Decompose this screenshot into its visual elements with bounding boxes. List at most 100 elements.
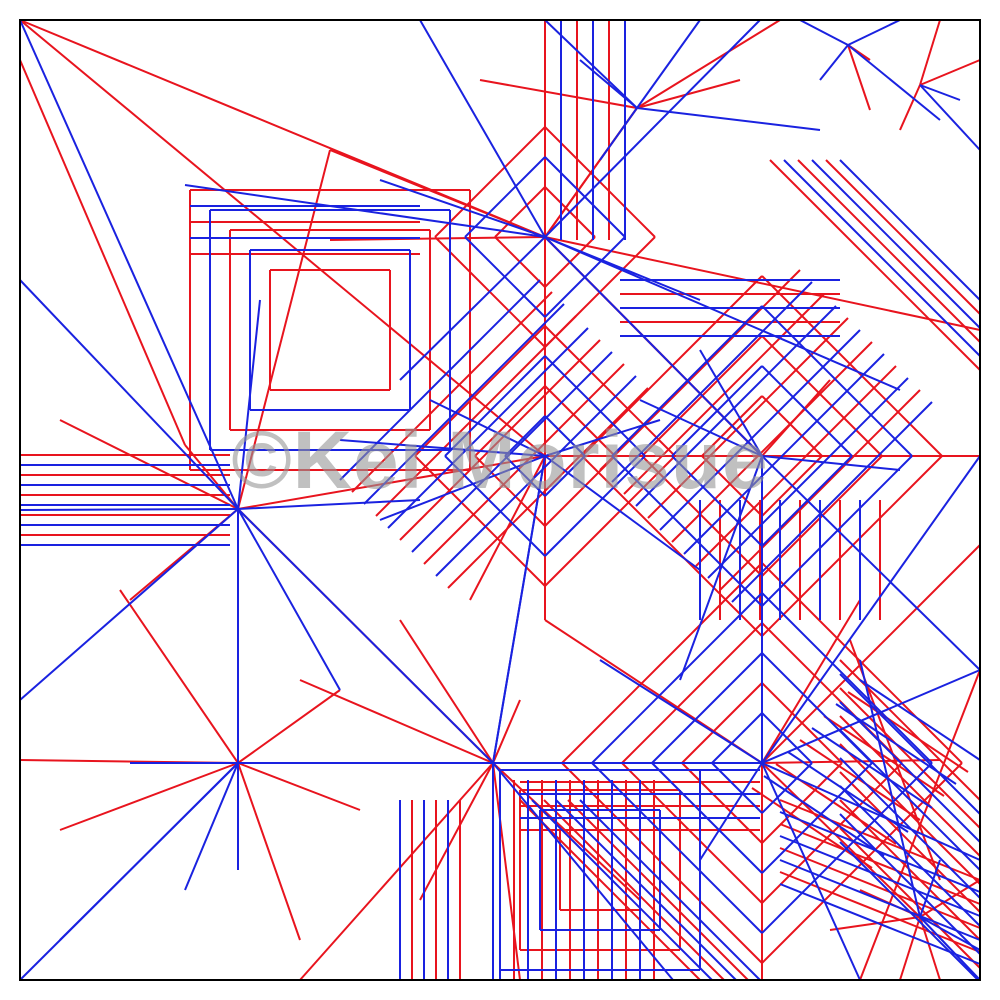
crease-line-90 bbox=[599, 107, 638, 161]
crease-line-305 bbox=[779, 811, 981, 893]
crease-line-140 bbox=[544, 385, 616, 457]
crease-line-138 bbox=[504, 455, 546, 497]
crease-line-89 bbox=[636, 19, 781, 109]
crease-line-307 bbox=[779, 835, 981, 917]
crease-line-323 bbox=[579, 799, 761, 981]
crease-line-3 bbox=[419, 19, 546, 238]
crease-line-94 bbox=[919, 879, 981, 918]
crease-line-223 bbox=[434, 126, 546, 238]
crease-line-259 bbox=[611, 281, 813, 483]
crease-line-292 bbox=[839, 827, 981, 969]
crease-line-357 bbox=[544, 236, 763, 457]
crease-line-168 bbox=[761, 275, 943, 457]
crease-line-177 bbox=[761, 762, 843, 844]
crease-line-356 bbox=[299, 762, 494, 981]
crease-line-276 bbox=[411, 351, 613, 553]
crease-line-310 bbox=[779, 871, 981, 953]
crease-line-187 bbox=[621, 622, 763, 764]
crease-line-329 bbox=[799, 739, 921, 821]
crease-line-160 bbox=[761, 335, 883, 457]
valley-creases bbox=[19, 19, 981, 981]
crease-line-112 bbox=[919, 59, 981, 86]
crease-line-352 bbox=[19, 59, 186, 446]
crease-line-147 bbox=[444, 355, 546, 457]
crease-line-103 bbox=[799, 19, 849, 46]
crease-line-58 bbox=[237, 762, 301, 941]
crease-line-106 bbox=[847, 44, 871, 111]
crease-line-151 bbox=[414, 325, 546, 457]
crease-line-347 bbox=[811, 159, 981, 329]
crease-line-61 bbox=[399, 619, 494, 764]
crease-line-11 bbox=[399, 236, 546, 381]
crease-line-288 bbox=[839, 771, 981, 913]
crease-line-258 bbox=[599, 269, 801, 471]
crease-line-5 bbox=[544, 19, 761, 238]
crease-line-272 bbox=[363, 303, 565, 505]
crease-line-170 bbox=[581, 455, 763, 637]
crease-line-65 bbox=[492, 762, 641, 901]
crease-line-169 bbox=[761, 455, 943, 637]
crease-line-175 bbox=[711, 712, 763, 764]
crease-line-110 bbox=[919, 19, 941, 86]
crease-line-267 bbox=[707, 377, 909, 579]
paper-border bbox=[19, 19, 981, 981]
crease-line-195 bbox=[561, 562, 763, 764]
crease-line-344 bbox=[769, 159, 981, 371]
crease-line-52 bbox=[237, 762, 361, 811]
crease-line-186 bbox=[621, 762, 763, 904]
crease-line-282 bbox=[839, 687, 981, 829]
crease-line-109 bbox=[847, 44, 941, 121]
crease-line-37 bbox=[19, 279, 239, 510]
crease-line-275 bbox=[399, 339, 601, 541]
crease-line-321 bbox=[555, 799, 737, 981]
crease-line-75 bbox=[761, 669, 981, 764]
crease-line-194 bbox=[561, 762, 763, 964]
crease-line-181 bbox=[761, 762, 873, 874]
crease-line-139 bbox=[504, 415, 546, 457]
crease-line-115 bbox=[919, 84, 961, 101]
crease-line-47 bbox=[19, 508, 239, 511]
crease-line-150 bbox=[414, 455, 546, 587]
crease-line-219 bbox=[464, 156, 546, 238]
crease-line-63 bbox=[492, 699, 521, 764]
crease-line-319 bbox=[531, 799, 713, 981]
crease-line-261 bbox=[635, 305, 837, 507]
crease-line-30 bbox=[679, 455, 763, 681]
crease-line-322 bbox=[567, 799, 749, 981]
crease-line-102 bbox=[919, 916, 941, 981]
crease-line-306 bbox=[779, 823, 981, 905]
crease-line-164 bbox=[761, 305, 913, 457]
crease-line-289 bbox=[839, 785, 981, 927]
crease-line-136 bbox=[544, 415, 586, 457]
crease-line-114 bbox=[899, 84, 921, 131]
crease-line-156 bbox=[761, 365, 853, 457]
crease-line-311 bbox=[779, 883, 981, 965]
crease-line-86 bbox=[636, 19, 701, 109]
crease-line-281 bbox=[839, 673, 981, 815]
crease-line-152 bbox=[761, 395, 823, 457]
crease-line-326 bbox=[835, 703, 957, 785]
crease-line-165 bbox=[761, 455, 913, 607]
crease-line-34 bbox=[761, 455, 901, 471]
crease-line-93 bbox=[479, 79, 638, 109]
crease-line-74 bbox=[761, 599, 861, 764]
crease-line-346 bbox=[797, 159, 981, 343]
crease-line-146 bbox=[444, 455, 546, 557]
crease-line-43 bbox=[237, 499, 421, 510]
crease-line-88 bbox=[636, 107, 821, 131]
crease-line-304 bbox=[779, 799, 981, 881]
crease-line-28 bbox=[761, 455, 981, 671]
crease-line-270 bbox=[339, 279, 541, 481]
crease-line-328 bbox=[811, 727, 933, 809]
crease-line-9 bbox=[544, 236, 701, 301]
crease-line-57 bbox=[184, 762, 239, 891]
crease-line-148 bbox=[544, 325, 676, 457]
crease-line-325 bbox=[847, 691, 969, 773]
crease-line-215 bbox=[494, 186, 546, 238]
crease-line-166 bbox=[611, 455, 763, 607]
crease-line-269 bbox=[731, 401, 933, 603]
crease-line-285 bbox=[839, 729, 981, 871]
crease-line-149 bbox=[544, 455, 676, 587]
crease-line-264 bbox=[671, 341, 873, 543]
